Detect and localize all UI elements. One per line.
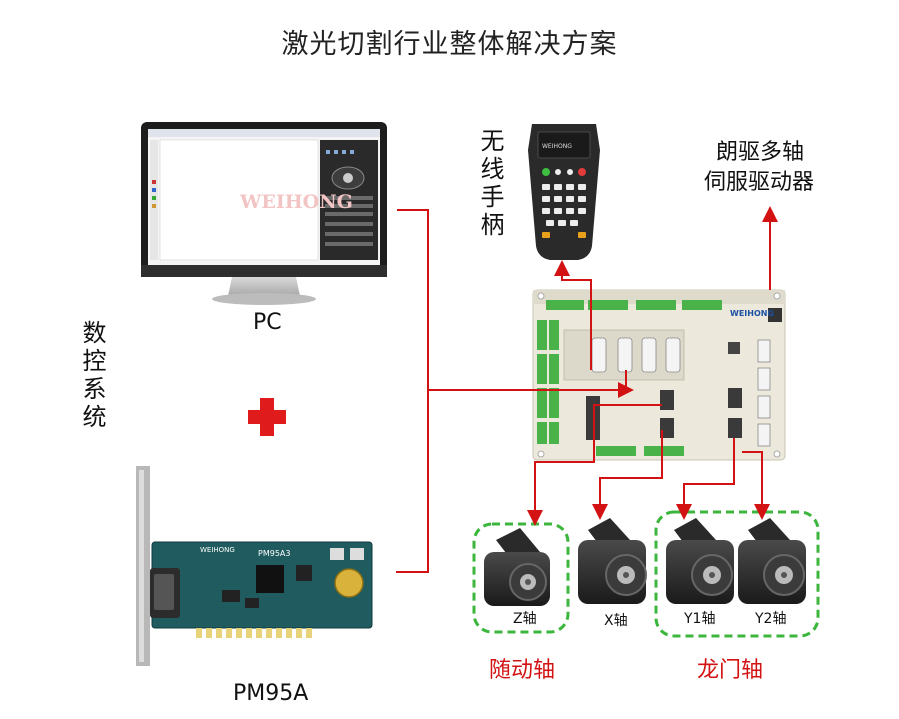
motor-label-y1: Y1轴 (684, 611, 716, 627)
pm95a-card (136, 466, 373, 666)
link-to-y2-motor (742, 451, 770, 520)
link-to-x-motor (592, 430, 663, 520)
handwheel-brand-text: WEIHONG (542, 143, 572, 150)
pc-watermark-logo: WEIHONG (239, 191, 353, 213)
motor-label-y2: Y2轴 (755, 611, 787, 627)
motor-y1 (666, 518, 734, 604)
controller-board (532, 289, 786, 461)
servo-label-line1: 朗驱多轴 (716, 140, 805, 165)
wireless-handwheel (528, 124, 600, 260)
card-brand-text: WEIHONG (200, 546, 235, 554)
servo-label-line2: 伺服驱动器 (704, 170, 815, 195)
follow-axis-group-box (472, 522, 570, 634)
controller-brand-text: WEIHONG (730, 309, 774, 318)
connection-lines (396, 206, 778, 573)
motor-label-z: Z轴 (513, 611, 537, 627)
page-title: 激光切割行业整体解决方案 (281, 29, 618, 60)
card-label: PM95A (233, 681, 309, 706)
card-model-text: PM95A3 (258, 549, 290, 558)
gantry-axis-group-box (654, 510, 820, 638)
gantry-axis-label: 龙门轴 (697, 658, 764, 683)
follow-axis-label: 随动轴 (489, 658, 556, 683)
link-to-y1-motor (676, 438, 735, 520)
motor-label-x: X轴 (604, 613, 628, 629)
motor-y2 (738, 518, 806, 604)
link-to-z-motor (527, 404, 662, 526)
link-to-handwheel (554, 260, 592, 370)
pc-card-link (396, 209, 429, 573)
numeric-control-label: 数控系统 (78, 320, 106, 432)
pc-label: PC (253, 310, 282, 335)
plus-icon (248, 398, 286, 436)
motor-z (484, 528, 550, 606)
motor-x (578, 518, 647, 604)
handwheel-label: 无线手柄 (476, 128, 504, 240)
pc-monitor (141, 122, 387, 305)
